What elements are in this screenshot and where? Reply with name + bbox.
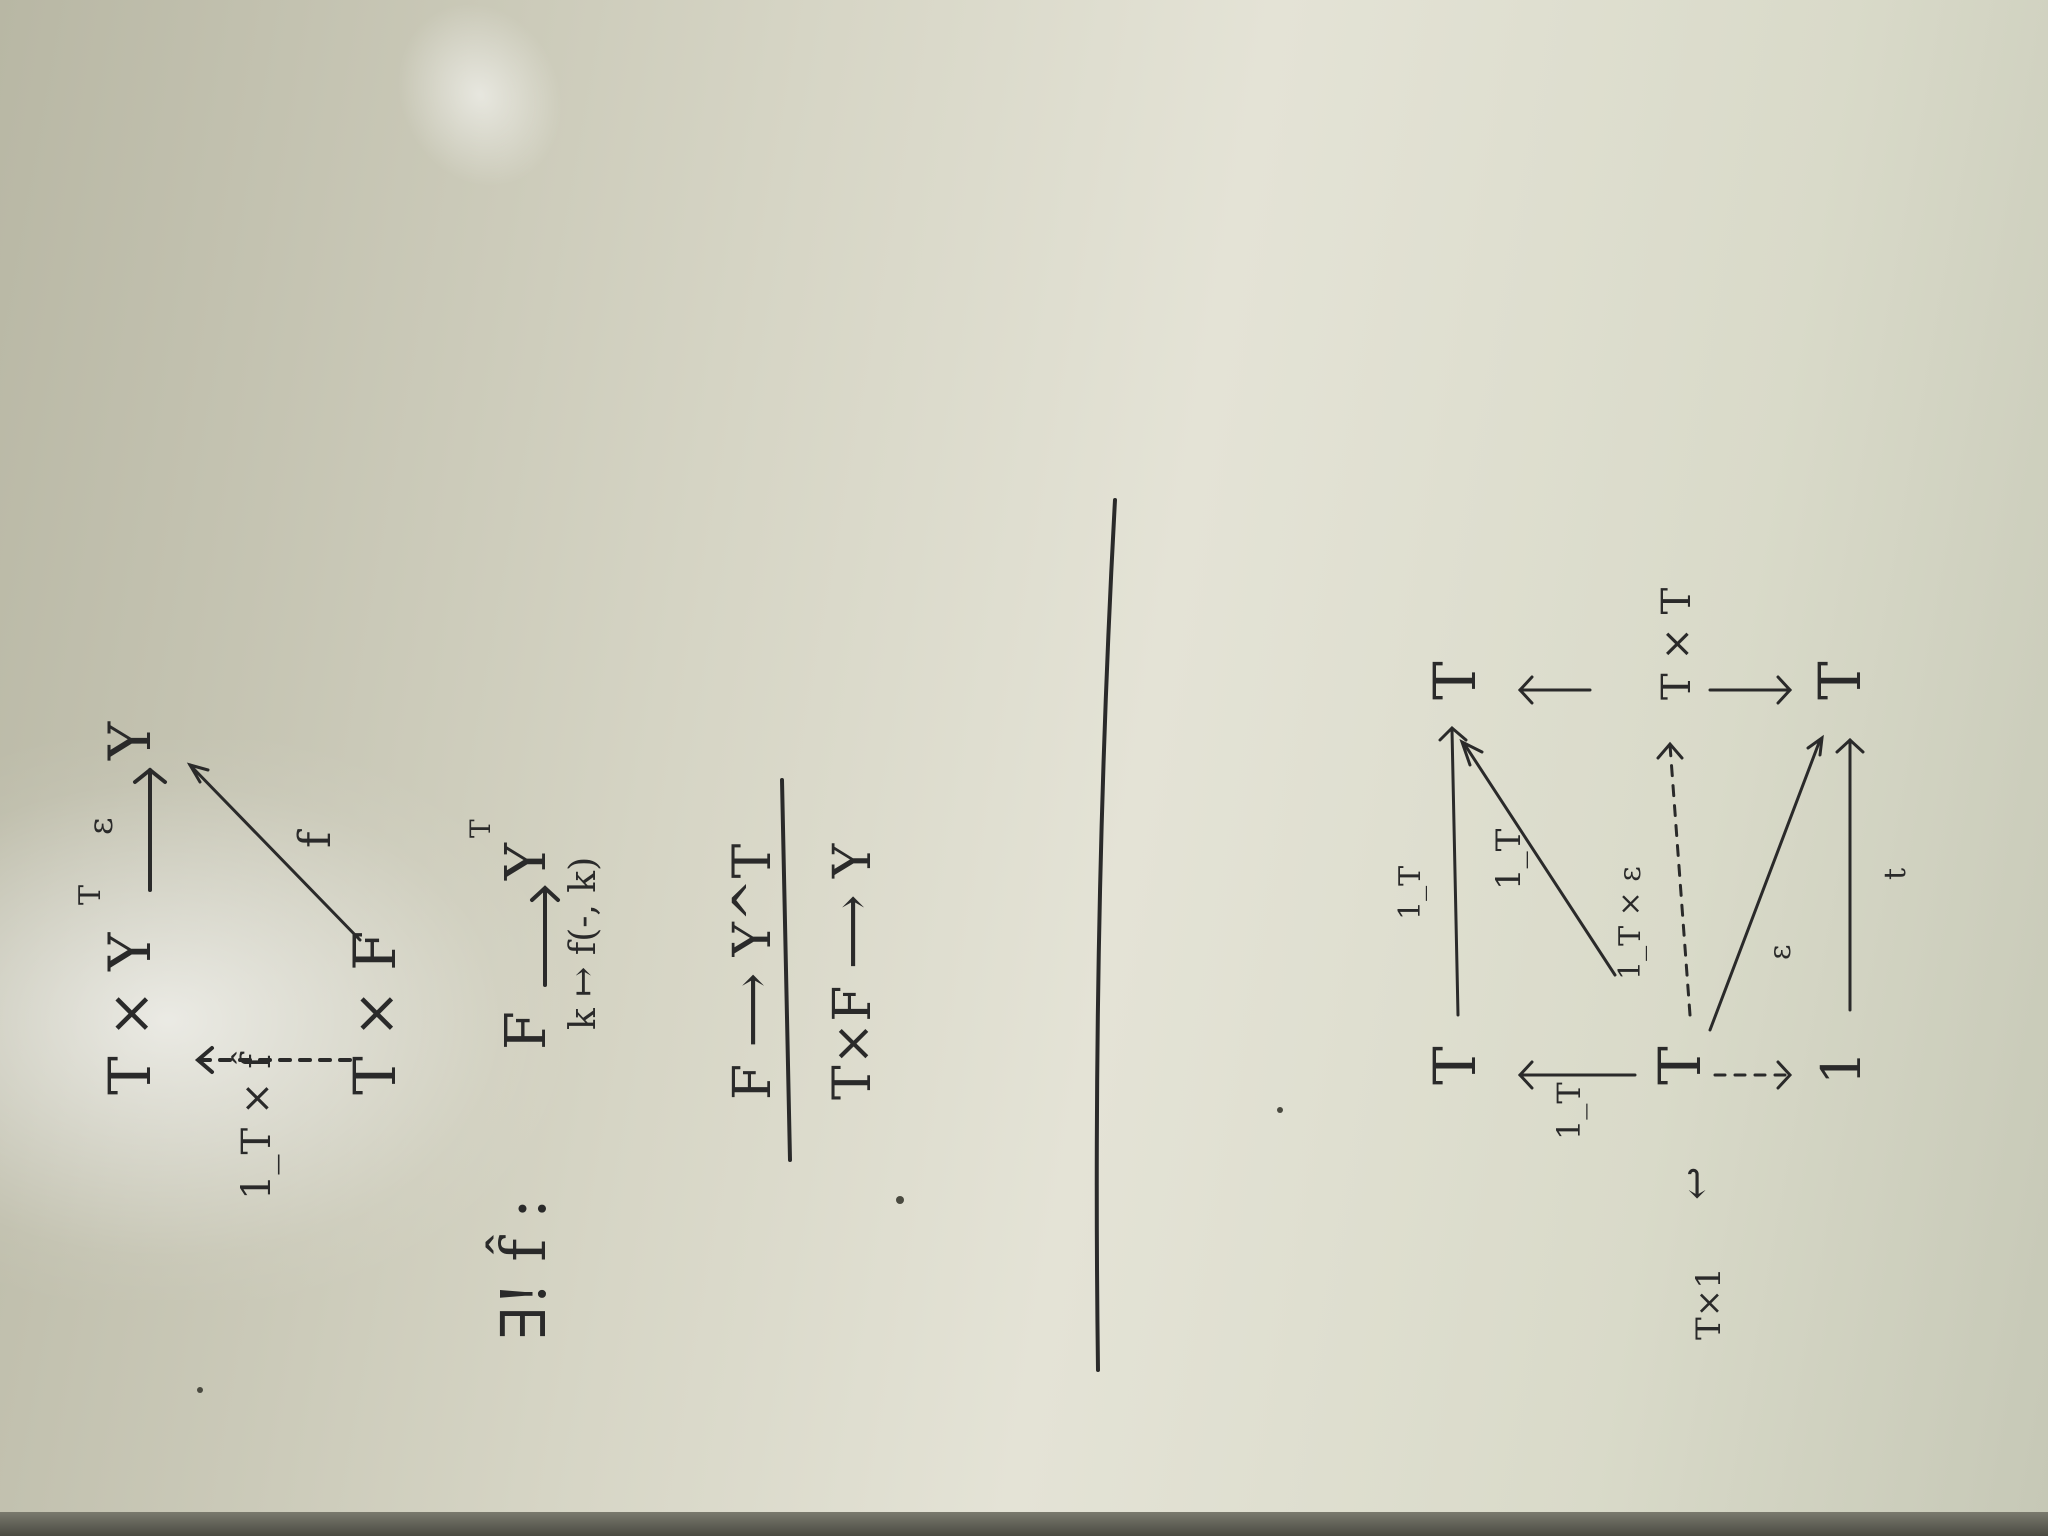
whiteboard-frame — [0, 1512, 2048, 1536]
label-1T-x-eps: 1_T × ε — [1613, 866, 1648, 980]
label-f: f — [290, 829, 341, 848]
label-1T-diag: 1_T — [1489, 828, 1529, 890]
denominator: T×F ⟶ Y — [823, 843, 883, 1100]
mapsto-rule: k ↦ f(-, k) — [563, 857, 604, 1030]
divider-line — [1094, 498, 1117, 1372]
exists-unique-fhat: ∃! f̂ : — [486, 1198, 560, 1340]
section-3-diagram: T --> T 1_T T T×1 ↩ 1_T T 1_T 1_T × ε T … — [1393, 587, 1913, 1340]
iso-arrow: ↩ — [1674, 1166, 1720, 1200]
T-top-right: T — [1421, 661, 1489, 700]
terminal-one: 1 — [1810, 1051, 1873, 1085]
label-eps: ε — [1763, 944, 1798, 960]
T-top-left: T — [1421, 1046, 1489, 1085]
arrow-f-diagonal — [188, 763, 362, 942]
arrow-eps-diagonal — [1708, 738, 1822, 1032]
smudge — [1277, 1107, 1283, 1113]
smudge — [896, 1196, 904, 1204]
Y-target: Y — [96, 721, 164, 761]
label-1T-x-fhat: 1_T × f̂ — [232, 1051, 280, 1200]
label-t: t — [1878, 868, 1913, 880]
Y-exp-codomain: Y — [494, 842, 559, 881]
epsilon-label: ε — [81, 817, 121, 835]
T-bottom-right: T — [1806, 661, 1874, 700]
arrow-1T-top — [1450, 728, 1460, 1017]
smudge — [197, 1387, 203, 1393]
section-1-diagram: Y --> T × Y T ε Y 1_T × f̂ T × F f ∃! f̂… — [73, 721, 604, 1340]
F-domain: F — [494, 1011, 559, 1050]
section-2-fraction: F ⟶ Y^T T×F ⟶ Y — [723, 778, 883, 1162]
fraction-bar — [780, 778, 792, 1162]
T-times-T: T × T — [1654, 587, 1700, 700]
T-middle: T — [1646, 1046, 1714, 1085]
T-times-1: T×1 — [1689, 1267, 1729, 1340]
product-T-F: T × F — [341, 931, 409, 1095]
exponent-T: T — [73, 885, 108, 905]
product-T-Y: T × Y — [96, 932, 164, 1095]
dashed-arrow-1Txeps — [1668, 743, 1692, 1017]
label-1T-left: 1_T — [1550, 1082, 1588, 1140]
label-1T-top: 1_T — [1393, 866, 1428, 920]
arrow-1T-diagonal — [1463, 743, 1617, 977]
exponent-T-2: T — [464, 819, 497, 838]
numerator: F ⟶ Y^T — [723, 843, 783, 1100]
light-glare-left — [0, 740, 560, 1300]
